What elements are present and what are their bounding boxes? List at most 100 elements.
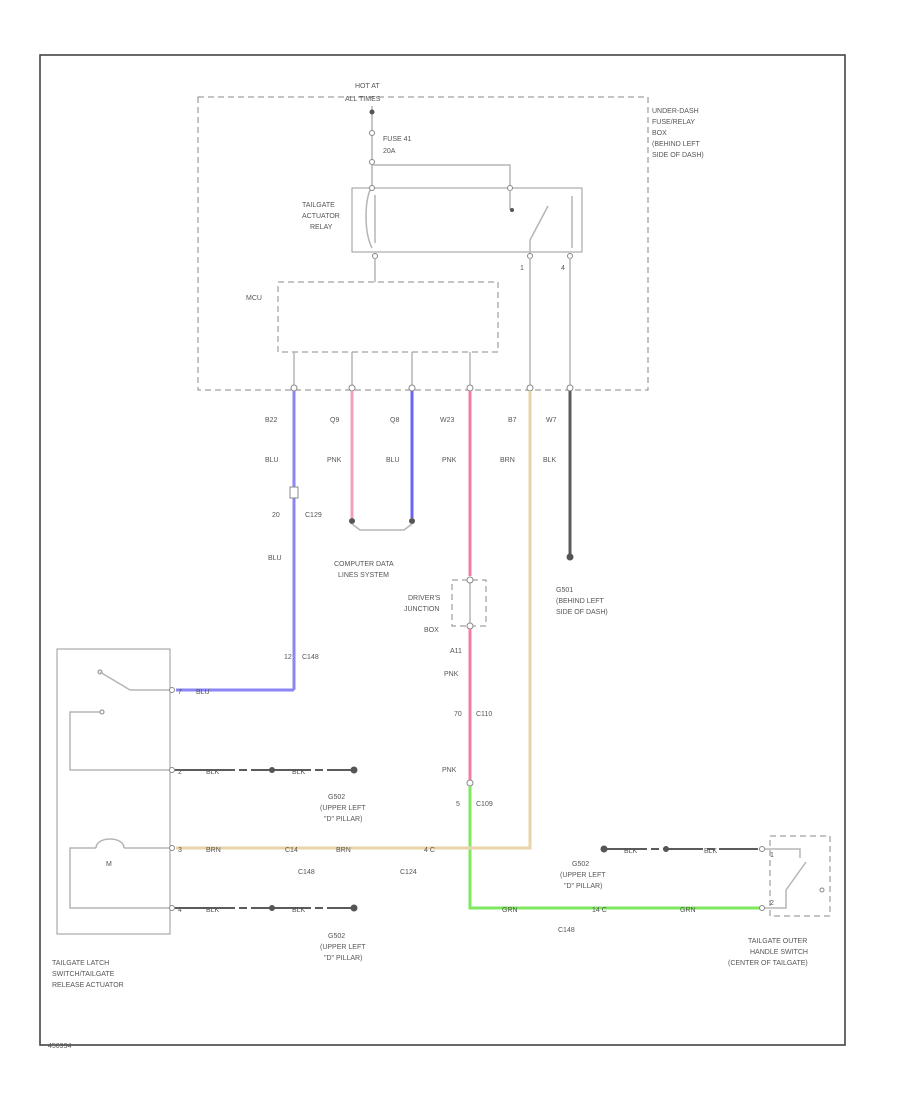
- fuse-relay-box-outline: [197, 96, 649, 391]
- outer-blk-label-1: BLK: [624, 848, 638, 855]
- wire-color-2: PNK: [327, 457, 342, 464]
- c109-pin: 5: [456, 801, 460, 808]
- c124-pin-number: 4 C: [424, 847, 435, 854]
- relay-pin-top-right: [507, 185, 513, 191]
- blu-lower-label: BLU: [268, 555, 282, 562]
- blk-splice-1: [269, 767, 275, 773]
- outer-pin-label-2: 2: [770, 900, 774, 907]
- latch-internal-loop: [69, 711, 172, 771]
- g502a-label-1: G502: [328, 794, 345, 801]
- fuse-box-label-1: UNDER-DASH: [652, 108, 699, 115]
- pin-number-3: Q8: [390, 417, 399, 424]
- outer-switch-pin-1: [759, 846, 765, 852]
- outer-switch-pin-2: [759, 905, 765, 911]
- fuse-label-1: FUSE 41: [383, 136, 412, 143]
- g502-ground-1: [350, 766, 358, 774]
- relay-label-3: RELAY: [310, 224, 333, 231]
- grn-label-3: GRN: [680, 907, 696, 914]
- c148-top-label: C148: [302, 654, 319, 661]
- latch-pin-2: [169, 767, 175, 773]
- pnk-low-label: PNK: [442, 767, 457, 774]
- latch-pin-7: [169, 687, 175, 693]
- pin-number-1: B22: [265, 417, 278, 424]
- relay-pin-top-left: [369, 185, 375, 191]
- latch-wire-label-2: BLK: [206, 769, 220, 776]
- box-pin-q9: [348, 384, 356, 392]
- wire-color-6: BLK: [543, 457, 557, 464]
- footer-code: 456994: [48, 1043, 71, 1050]
- relay-pin-4: [567, 253, 573, 259]
- brn-pin-label-c148: C148: [298, 869, 315, 876]
- fuse-label-2: 20A: [383, 148, 396, 155]
- latch-wire-label-3: BRN: [206, 847, 221, 854]
- outer-switch-contact: [819, 887, 825, 893]
- relay-coil: [365, 185, 373, 249]
- box-pin-w7: [566, 384, 574, 392]
- latch-pin-label-7: 7: [178, 689, 182, 696]
- outer-switch-label-3: (CENTER OF TAILGATE): [728, 960, 808, 967]
- c110-label: C110: [476, 711, 492, 718]
- wire-grn: [468, 786, 760, 910]
- g501-label-1: G501: [556, 587, 573, 594]
- blk-seg-label-2: BLK: [292, 907, 306, 914]
- g502-ground-2: [350, 904, 358, 912]
- g502b-label-3: "D" PILLAR): [324, 955, 362, 962]
- fuse-top-node: [369, 109, 375, 115]
- pin-number-6: W7: [546, 417, 557, 424]
- junction-pin-top: [466, 576, 474, 584]
- latch-name-3: RELEASE ACTUATOR: [52, 982, 124, 989]
- c129-connector: [289, 486, 299, 499]
- relay-label-2: ACTUATOR: [302, 213, 340, 220]
- latch-wire-label-1: BLU: [196, 689, 210, 696]
- g502b-label-1: G502: [328, 933, 345, 940]
- c129-label: C129: [305, 512, 322, 519]
- actuator-loop: [69, 847, 172, 909]
- c148-top-pin: 12: [284, 654, 292, 661]
- g501-ground: [566, 553, 574, 561]
- g502c-label-1: G502: [572, 861, 589, 868]
- tailgate-actuator-relay: [351, 187, 583, 253]
- outer-pin-label-1: 1: [770, 852, 774, 859]
- latch-pin-label-2: 2: [178, 769, 182, 776]
- latch-pin-3: [169, 845, 175, 851]
- fuse-box-label-4: (BEHIND LEFT: [652, 141, 701, 148]
- q9-end-node: [349, 518, 355, 524]
- g502-ground-3: [600, 845, 608, 853]
- box-pin-b7: [526, 384, 534, 392]
- relay-label-1: TAILGATE: [302, 202, 335, 209]
- g501-label-3: SIDE OF DASH): [556, 609, 608, 616]
- outer-switch-upper: [765, 848, 801, 858]
- g502a-label-3: "D" PILLAR): [324, 816, 362, 823]
- latch-name-1: TAILGATE LATCH: [52, 960, 109, 967]
- c148-bottom-label: C148: [558, 927, 575, 934]
- outer-switch-label-1: TAILGATE OUTER: [748, 938, 807, 945]
- blk-splice-2: [269, 905, 275, 911]
- latch-pin-4: [169, 905, 175, 911]
- fuse-box-label-5: SIDE OF DASH): [652, 152, 704, 159]
- hot-label-1: HOT AT: [355, 83, 380, 90]
- g502b-label-2: (UPPER LEFT: [320, 944, 366, 951]
- wire-color-1: BLU: [265, 457, 279, 464]
- wire-color-3: BLU: [386, 457, 400, 464]
- grn-label-2: 14 C: [592, 907, 607, 914]
- pnk-mid-label: PNK: [444, 671, 459, 678]
- pin-number-4: W23: [440, 417, 455, 424]
- fuse-box-label-3: BOX: [652, 130, 667, 137]
- latch-name-2: SWITCH/TAILGATE: [52, 971, 115, 978]
- box-pin-w23: [466, 384, 474, 392]
- outer-switch-label-2: HANDLE SWITCH: [750, 949, 808, 956]
- latch-internal-node: [99, 709, 105, 715]
- drivers-jb-label-2: JUNCTION: [404, 606, 439, 613]
- relay-pin-4-label: 4: [561, 265, 565, 272]
- latch-pin-label-3: 3: [178, 847, 182, 854]
- relay-switch-contact: [510, 208, 514, 212]
- c110-pin: 70: [454, 711, 462, 718]
- relay-pin-1-label: 1: [520, 265, 524, 272]
- g502c-label-3: "D" PILLAR): [564, 883, 602, 890]
- g501-label-2: (BEHIND LEFT: [556, 598, 605, 605]
- actuator-m-label: M: [106, 861, 112, 868]
- wire-color-5: BRN: [500, 457, 515, 464]
- outer-blk-label-2: BLK: [704, 848, 718, 855]
- grn-label-1: GRN: [502, 907, 518, 914]
